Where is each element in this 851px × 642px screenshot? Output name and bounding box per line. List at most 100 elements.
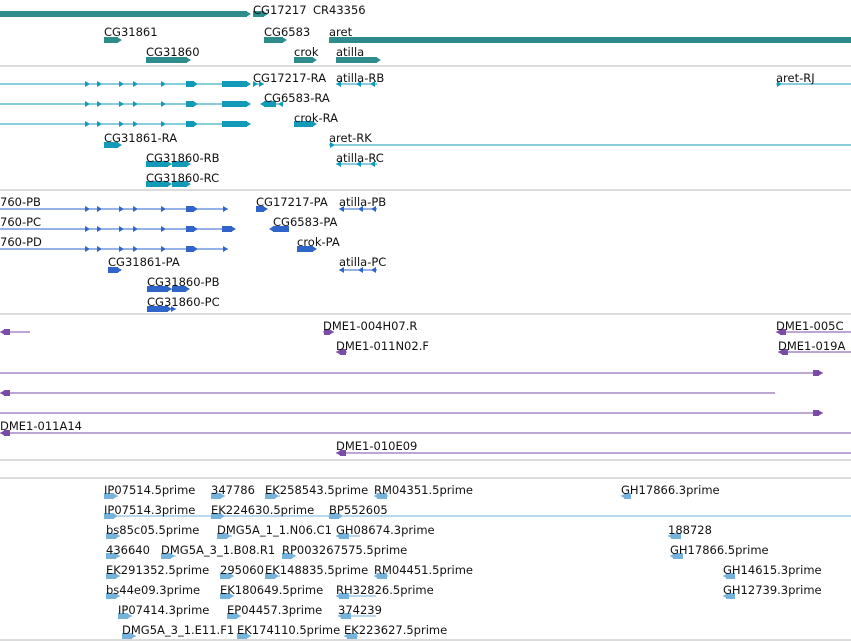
feature-atilla[interactable]: atilla [336,45,381,63]
feature-transcripts-feature-1[interactable] [0,101,251,107]
exon-arrow [246,81,251,87]
exon-block [146,161,168,167]
feature-cg31860-rc[interactable]: CG31860-RC [146,171,219,187]
feature-clones-feature-0[interactable] [0,329,30,335]
feature-cg31861[interactable]: CG31861 [104,25,158,43]
exon-marker [370,81,375,87]
est-block [217,533,227,539]
feature-ek224630-5prime[interactable]: EK224630.5prime [211,503,314,519]
feature-dme1-005c[interactable]: DME1-005C [776,319,851,335]
feature-label: CG31861-RA [104,131,177,145]
exon-marker [339,267,344,273]
gene-bar [294,57,313,63]
exon-marker [777,81,782,87]
feature-gh17866-3prime[interactable]: GH17866.3prime [621,483,720,499]
feature-ep04457-3prime[interactable]: EP04457.3prime [227,603,322,619]
feature-295060[interactable]: 295060 [220,563,264,579]
feature-label: 760-PD [0,235,42,249]
feature-cg31860-rb[interactable]: CG31860-RB [146,151,220,167]
feature-ek223627-5prime[interactable]: EK223627.5prime [344,623,447,639]
feature-436640[interactable]: 436640 [106,543,150,559]
feature-dme1-019a[interactable]: DME1-019A [778,339,851,355]
feature-760-pd[interactable]: 760-PD [0,235,228,252]
feature-ek180649-5prime[interactable]: EK180649.5prime [220,583,323,599]
feature-crok-pa[interactable]: crok-PA [297,235,340,252]
feature-transcripts-feature-2[interactable] [0,121,251,127]
feature-cg31861-pa[interactable]: CG31861-PA [108,255,180,273]
feature-760-pb[interactable]: 760-PB [0,195,228,212]
feature-dme1-010e09[interactable]: DME1-010E09 [336,439,851,456]
feature-gh17866-5prime[interactable]: GH17866.5prime [670,543,769,559]
clone-end [782,349,788,355]
feature-clones-feature-5[interactable] [0,370,823,376]
feature-347786[interactable]: 347786 [211,483,255,499]
feature-dmg5a-1-1-n06-c1[interactable]: DMG5A_1_1.N06.C1 [217,523,332,539]
feature-dme1-011n02-f[interactable]: DME1-011N02.F [336,339,429,355]
feature-ip07514-3prime[interactable]: IP07514.3prime [104,503,851,519]
feature-label: DMG5A_1_1.N06.C1 [217,523,332,537]
feature-ek148835-5prime[interactable]: EK148835.5prime [265,563,368,579]
feature-cg31860-pb[interactable]: CG31860-PB [147,275,220,292]
feature-cg17217-pa[interactable]: CG17217-PA [256,195,328,212]
feature-aret[interactable]: aret [329,25,851,43]
est-block [122,633,132,639]
feature-ek258543-5prime[interactable]: EK258543.5prime [265,483,368,499]
feature-cg6583-pa[interactable]: CG6583-PA [269,215,338,232]
feature-clones-feature-6[interactable] [0,390,775,396]
exon-marker [253,81,258,87]
feature-bs85c05-5prime[interactable]: bs85c05.5prime [106,523,199,539]
feature-crok[interactable]: crok [294,45,319,63]
feature-374239[interactable]: 374239 [338,603,382,619]
feature-188728[interactable]: 188728 [668,523,712,539]
exon-block [186,121,194,127]
feature-genes-feature-0[interactable] [0,11,251,17]
feature-aret-rj[interactable]: aret-RJ [776,71,851,87]
feature-atilla-rc[interactable]: atilla-RC [336,151,384,167]
est-block [211,493,221,499]
feature-rp003267575-5prime[interactable]: RP003267575.5prime [282,543,407,559]
exon-marker [371,206,376,212]
feature-rh32826-5prime[interactable]: RH32826.5prime [336,583,434,599]
feature-label: atilla [336,45,364,59]
feature-atilla-rb[interactable]: atilla-RB [336,71,384,87]
feature-cg6583-ra[interactable]: CG6583-RA [260,91,330,107]
feature-rm04351-5prime[interactable]: RM04351.5prime [374,483,473,499]
feature-label: GH17866.5prime [670,543,769,557]
feature-rm04451-5prime[interactable]: RM04451.5prime [374,563,473,579]
feature-dmg5a-3-1-e11-f1[interactable]: DMG5A_3_1.E11.F1 [122,623,234,639]
feature-cg6583[interactable]: CG6583 [264,25,310,43]
feature-clones-feature-7[interactable] [0,410,823,416]
feature-ip07414-3prime[interactable]: IP07414.3prime [118,603,209,619]
strand-arrow [186,57,191,63]
feature-dme1-004h07-r[interactable]: DME1-004H07.R [323,319,417,335]
feature-cg31861-ra[interactable]: CG31861-RA [104,131,177,148]
exon-arrow [246,121,251,127]
feature-ip07514-5prime[interactable]: IP07514.5prime [104,483,195,499]
feature-bp552605[interactable]: BP552605 [329,503,388,519]
feature-dme1-011a14[interactable]: DME1-011A14 [0,419,851,436]
feature-crok-ra[interactable]: crok-RA [294,111,338,127]
feature-dmg5a-3-1-b08-r1[interactable]: DMG5A_3_1.B08.R1 [161,543,275,559]
feature-cg31860[interactable]: CG31860 [146,45,200,63]
feature-ek174110-5prime[interactable]: EK174110.5prime [237,623,340,639]
feature-gh08674-3prime[interactable]: GH08674.3prime [336,523,435,539]
feature-label: DMG5A_3_1.E11.F1 [122,623,234,637]
feature-ek291352-5prime[interactable]: EK291352.5prime [106,563,209,579]
feature-aret-rk[interactable]: aret-RK [329,131,851,148]
feature-cg31860-pc[interactable]: CG31860-PC [147,295,220,312]
feature-atilla-pb[interactable]: atilla-PB [339,195,386,212]
feature-cg17217-ra[interactable]: CG17217-RA [253,71,326,87]
exon-arrow [231,226,236,232]
feature-gh12739-3prime[interactable]: GH12739.3prime [723,583,822,599]
feature-cr43356[interactable]: CR43356 [313,3,366,17]
feature-gh14615-3prime[interactable]: GH14615.3prime [723,563,822,579]
feature-atilla-pc[interactable]: atilla-PC [339,255,386,273]
feature-cg17217[interactable]: CG17217 [253,3,307,17]
exon-marker [161,81,166,87]
est-block [339,593,349,599]
feature-760-pc[interactable]: 760-PC [0,215,236,232]
feature-transcripts-feature-0[interactable] [0,81,251,87]
feature-bs44e09-3prime[interactable]: bs44e09.3prime [106,583,200,599]
